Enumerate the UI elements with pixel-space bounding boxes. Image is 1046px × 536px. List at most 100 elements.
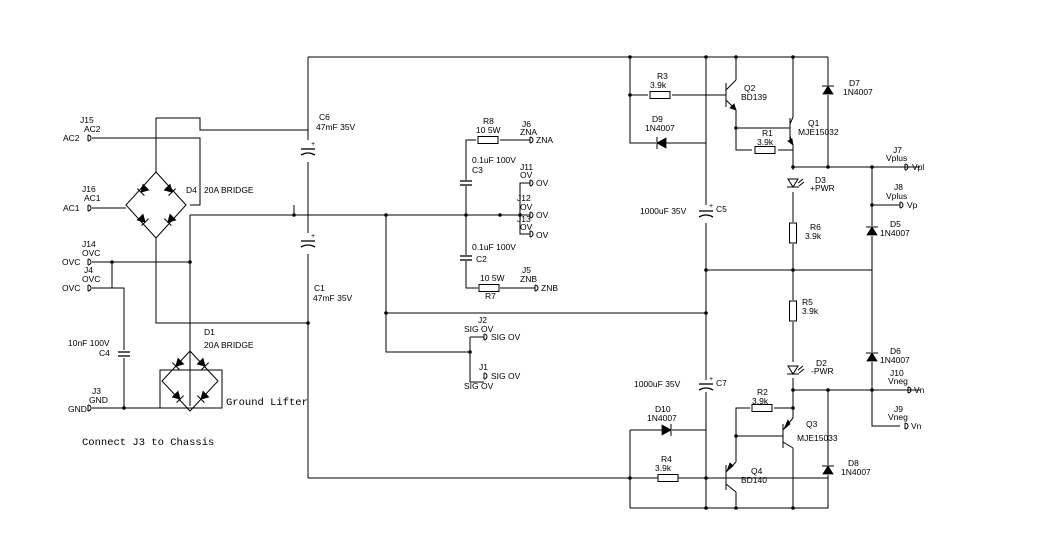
j13-name: OV (520, 222, 533, 232)
d9-ref: D9 (652, 114, 663, 124)
d8-value: 1N4007 (841, 467, 871, 477)
connector-j5: J5 ZNB ZNB (520, 265, 558, 293)
j11-name: OV (520, 170, 533, 180)
j1-net: SIG OV (491, 371, 521, 381)
r8-ref: R8 (483, 116, 494, 126)
j16-net: AC1 (63, 203, 80, 213)
connector-j6: J6 ZNA ZNA (520, 119, 553, 145)
j15-ref: J15 (80, 115, 94, 125)
j9-net: Vn (911, 421, 922, 431)
j7-name: Vplus (886, 153, 907, 163)
r8-value: 10 5W (476, 125, 501, 135)
d6-symbol (865, 352, 879, 362)
j9-ref: J9 (894, 404, 903, 414)
j8-net: Vp (907, 200, 918, 210)
j10-net: Vn (914, 385, 925, 395)
d6-value: 1N4007 (880, 355, 910, 365)
j4-name: OVC (82, 274, 100, 284)
connector-j8: J8 Vplus Vp (886, 182, 918, 210)
d10-value: 1N4007 (647, 413, 677, 423)
connect-chassis-note: Connect J3 to Chassis (82, 437, 214, 449)
connector-j10: J10 Vneg Vn (888, 368, 925, 395)
c3-symbol (459, 180, 473, 186)
junction-dots (110, 55, 874, 510)
r1-value: 3.9k (757, 137, 774, 147)
c6-symbol (300, 140, 316, 156)
j15-net: AC2 (63, 133, 80, 143)
q2-ref: Q2 (744, 83, 756, 93)
j13-ref: J13 (517, 214, 531, 224)
d3-led-symbol (787, 178, 805, 188)
c6-ref: C6 (319, 112, 330, 122)
connector-j4: J4 OVC OVC (62, 265, 100, 293)
c5-value: 1000uF 35V (640, 206, 687, 216)
r1-symbol (754, 146, 776, 154)
c1-ref: C1 (314, 283, 325, 293)
component-labels: D4 20A BRIDGE D1 20A BRIDGE C6 47mF 35V … (68, 71, 910, 485)
j14-net: OVC (62, 257, 80, 267)
j16-ref: J16 (82, 184, 96, 194)
q4-ref: Q4 (751, 466, 763, 476)
d9-value: 1N4007 (645, 123, 675, 133)
j1-name: SIG OV (464, 381, 494, 391)
connector-j13: J13 OV OV (517, 214, 549, 240)
j9-name: Vneg (888, 412, 908, 422)
d10-ref: D10 (655, 404, 671, 414)
j8-ref: J8 (894, 182, 903, 192)
d9-symbol (656, 136, 667, 150)
r6-ref: R6 (810, 222, 821, 232)
d7-value: 1N4007 (843, 87, 873, 97)
d6-ref: D6 (890, 346, 901, 356)
c2-ref: C2 (476, 254, 487, 264)
r2-ref: R2 (757, 387, 768, 397)
d7-symbol (821, 85, 835, 95)
j12-ref: J12 (517, 193, 531, 203)
connector-j16: J16 AC1 AC1 (63, 184, 101, 213)
c5-symbol (698, 202, 714, 218)
q1-ref: Q1 (808, 118, 820, 128)
d5-symbol (865, 226, 879, 236)
d10-symbol (661, 423, 672, 437)
c1-symbol (300, 232, 316, 248)
q3-value: MJE15033 (797, 433, 838, 443)
q2-value: BD139 (741, 92, 767, 102)
j10-name: Vneg (888, 376, 908, 386)
d1-bridge-symbol (161, 350, 219, 412)
connector-j15: J15 AC2 AC2 (63, 115, 101, 143)
r7-ref: R7 (485, 291, 496, 301)
r7-value: 10 5W (480, 273, 505, 283)
component-symbols (87, 79, 912, 493)
j3-net: GND (68, 404, 87, 414)
j5-net: ZNB (541, 283, 558, 293)
j12-name: OV (520, 202, 533, 212)
wires (92, 56, 920, 509)
connector-j3: J3 GND GND (68, 386, 108, 414)
j5-ref: J5 (522, 265, 531, 275)
connector-j14: J14 OVC OVC (62, 239, 100, 267)
r6-value: 3.9k (805, 231, 822, 241)
q2-transistor-symbol (725, 79, 737, 111)
c2-symbol (459, 255, 473, 261)
d3-value: +PWR (810, 183, 835, 193)
d2-value: -PWR (811, 366, 834, 376)
j3-ref: J3 (92, 386, 101, 396)
c4-ref: C4 (99, 348, 110, 358)
d7-ref: D7 (849, 78, 860, 88)
j6-net: ZNA (536, 135, 553, 145)
j3-name: GND (89, 395, 108, 405)
c3-value: 0.1uF 100V (472, 155, 516, 165)
j4-ref: J4 (84, 265, 93, 275)
c5-ref: C5 (716, 204, 727, 214)
j2-net: SIG OV (491, 332, 521, 342)
r5-ref: R5 (802, 297, 813, 307)
d3-ref: D3 (815, 175, 826, 185)
j6-name: ZNA (520, 127, 537, 137)
c7-ref: C7 (716, 378, 727, 388)
r3-ref: R3 (657, 71, 668, 81)
d8-ref: D8 (848, 458, 859, 468)
d4-ref: D4 (186, 185, 197, 195)
d4-value: 20A BRIDGE (204, 185, 254, 195)
r5-value: 3.9k (802, 306, 819, 316)
q1-transistor-symbol (787, 116, 794, 146)
connector-j9: J9 Vneg Vn (888, 404, 922, 431)
